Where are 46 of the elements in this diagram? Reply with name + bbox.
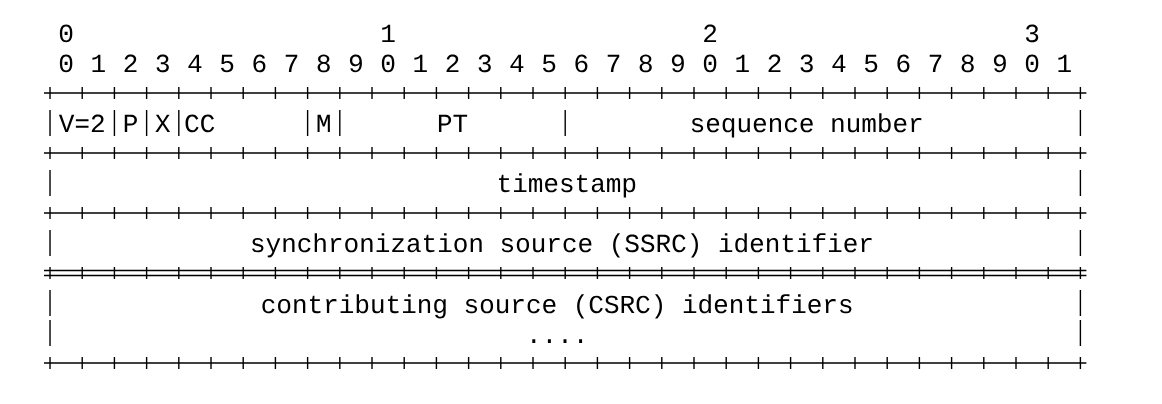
bit-number: 2	[704, 24, 717, 42]
bit-number: 3	[156, 54, 169, 73]
header-field: PT	[438, 114, 468, 132]
header-field: synchronization source (SSRC) identifier	[252, 233, 872, 258]
header-field: P	[124, 114, 137, 132]
bit-number: 1	[1058, 54, 1071, 72]
bit-number: 9	[671, 54, 684, 73]
bit-number: 5	[542, 54, 556, 73]
bit-number: 3	[478, 54, 491, 73]
bit-number: 8	[961, 54, 974, 73]
bit-number: 1	[92, 54, 105, 72]
bit-number: 1	[382, 24, 395, 42]
bit-number: 2	[446, 54, 459, 72]
bit-number: 3	[1025, 24, 1039, 43]
header-field: contributing source (CSRC) identifiers ....	[262, 294, 852, 344]
bit-number: 0	[381, 54, 395, 73]
bit-number: 9	[993, 54, 1006, 73]
bit-number: 6	[575, 54, 588, 73]
bit-number: 8	[317, 54, 330, 73]
bit-number: 7	[607, 54, 620, 72]
header-field: CC	[185, 114, 215, 133]
bit-number: 7	[285, 54, 298, 72]
bit-number: 9	[349, 54, 362, 73]
header-field: timestamp	[499, 173, 636, 198]
header-field: V=2	[58, 114, 104, 132]
bit-number: 1	[736, 54, 749, 72]
bit-number: 5	[864, 54, 878, 73]
bit-number: 2	[768, 54, 781, 72]
bit-number: 6	[253, 54, 266, 73]
bit-number: 4	[510, 54, 524, 72]
bit-number: 8	[639, 54, 652, 73]
header-field: sequence number	[691, 113, 922, 138]
bit-number: 0	[59, 24, 73, 43]
bit-number: 0	[59, 54, 73, 73]
bit-number: 4	[188, 54, 202, 72]
bit-number: 1	[414, 54, 427, 72]
header-field: M	[317, 114, 330, 132]
bit-number: 4	[832, 54, 846, 72]
bit-number: 3	[800, 54, 813, 73]
bit-number: 2	[124, 54, 137, 72]
bit-number: 0	[703, 54, 717, 73]
bit-number: 6	[897, 54, 910, 73]
bit-number: 7	[929, 54, 942, 72]
bit-number: 0	[1025, 54, 1039, 73]
header-field: X	[155, 114, 171, 132]
bit-number: 5	[220, 54, 234, 73]
